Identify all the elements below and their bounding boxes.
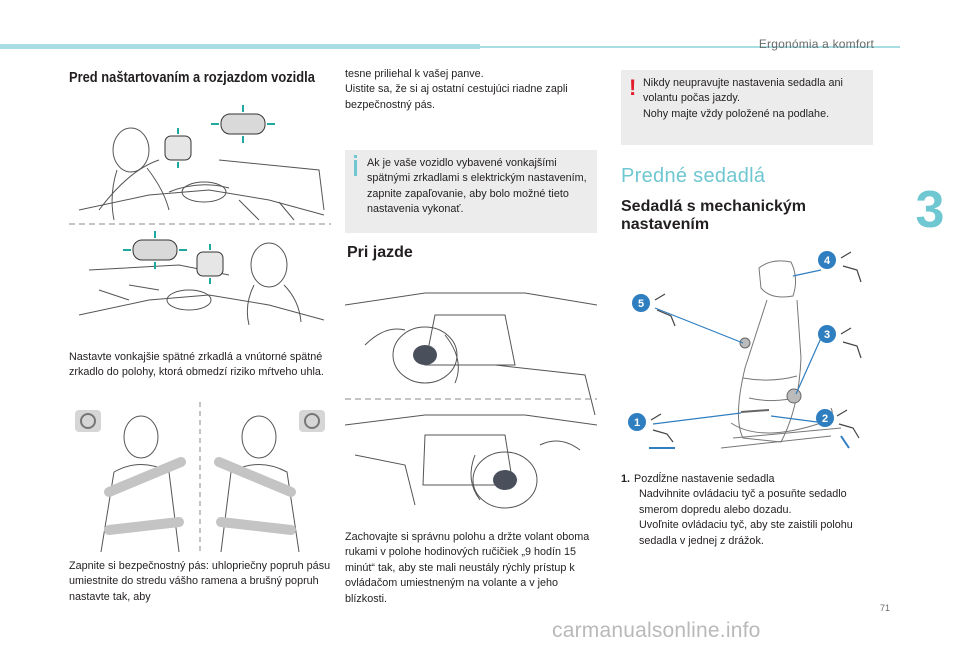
seatbelt-continuation: tesne priliehal k vašej panve. Uistite s… bbox=[345, 68, 568, 111]
bullet-icon bbox=[621, 487, 639, 518]
mirror-illustration bbox=[69, 100, 331, 340]
info-note-text: Ak je vaše vozidlo vybavené vonkajšími s… bbox=[367, 157, 587, 216]
warning-icon: ! bbox=[629, 75, 637, 100]
seatbelt-illustration bbox=[69, 402, 331, 552]
page-number: 71 bbox=[880, 603, 891, 613]
list-item: Nadvihnite ovládaciu tyč a posuňte sedad… bbox=[621, 487, 881, 518]
list-item-heading: 1. Pozdĺžne nastavenie sedadla bbox=[621, 472, 881, 487]
list-item: Uvoľnite ovládaciu tyč, aby ste zaistili… bbox=[621, 518, 881, 549]
warning-box: ! Nikdy neupravujte nastavenia sedadla a… bbox=[621, 70, 873, 145]
steering-illustration bbox=[345, 275, 597, 518]
list-item-text: Uvoľnite ovládaciu tyč, aby ste zaistili… bbox=[639, 519, 853, 547]
column1-title: Pred naštartovaním a rozjazdom vozidla bbox=[69, 69, 315, 86]
mechanical-seats-title: Sedadlá s mechanickým nastavením bbox=[621, 198, 806, 233]
info-icon-bar bbox=[354, 160, 357, 176]
info-icon bbox=[354, 155, 357, 158]
seat-callout-3: 3 bbox=[824, 329, 830, 341]
seat-callout-1: 1 bbox=[634, 417, 640, 429]
driving-instruction: Zachovajte si správnu polohu a držte vol… bbox=[345, 531, 590, 605]
seat-adjustment-list: 1. Pozdĺžne nastavenie sedadla Nadvihnit… bbox=[621, 472, 881, 549]
list-item-number: 1. bbox=[621, 473, 631, 485]
list-item-title: Pozdĺžne nastavenie sedadla bbox=[634, 473, 775, 485]
header-accent-line bbox=[480, 46, 900, 48]
front-seats-title: Predné sedadlá bbox=[621, 165, 766, 187]
info-note-box: Ak je vaše vozidlo vybavené vonkajšími s… bbox=[345, 150, 597, 233]
seat-callout-5: 5 bbox=[638, 298, 644, 310]
mirror-instruction: Nastavte vonkajšie spätné zrkadlá a vnút… bbox=[69, 351, 324, 379]
driving-section-title: Pri jazde bbox=[347, 244, 413, 261]
section-header: Ergonómia a komfort bbox=[758, 37, 874, 51]
chapter-number: 3 bbox=[915, 181, 945, 239]
seat-callout-4: 4 bbox=[824, 255, 831, 267]
list-item-text: Nadvihnite ovládaciu tyč a posuňte sedad… bbox=[639, 488, 847, 516]
seatbelt-instruction: Zapnite si bezpečnostný pás: uhlopriečny… bbox=[69, 560, 331, 603]
seat-diagram: 4 5 3 1 2 bbox=[621, 248, 881, 466]
seat-callout-2: 2 bbox=[822, 413, 828, 425]
warning-text: Nikdy neupravujte nastavenia sedadla ani… bbox=[643, 77, 843, 120]
header-accent-bar bbox=[0, 44, 480, 49]
watermark: carmanualsonline.info bbox=[552, 619, 761, 642]
bullet-icon bbox=[621, 518, 639, 549]
